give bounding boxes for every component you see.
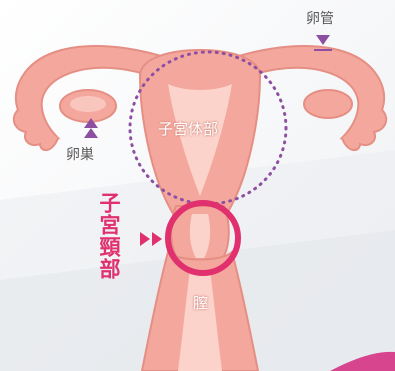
cervix-pointer-icon: [140, 232, 150, 246]
label-vagina: 膣: [193, 296, 208, 311]
label-ovary: 卵巣: [66, 148, 94, 162]
label-cervix: 子宮頸部: [98, 192, 119, 280]
label-fallopian-tube: 卵管: [306, 12, 334, 26]
right-ovary: [304, 90, 352, 118]
label-uterine-body: 子宮体部: [158, 122, 218, 137]
fallopian-tube-pointer-icon: [316, 35, 330, 45]
